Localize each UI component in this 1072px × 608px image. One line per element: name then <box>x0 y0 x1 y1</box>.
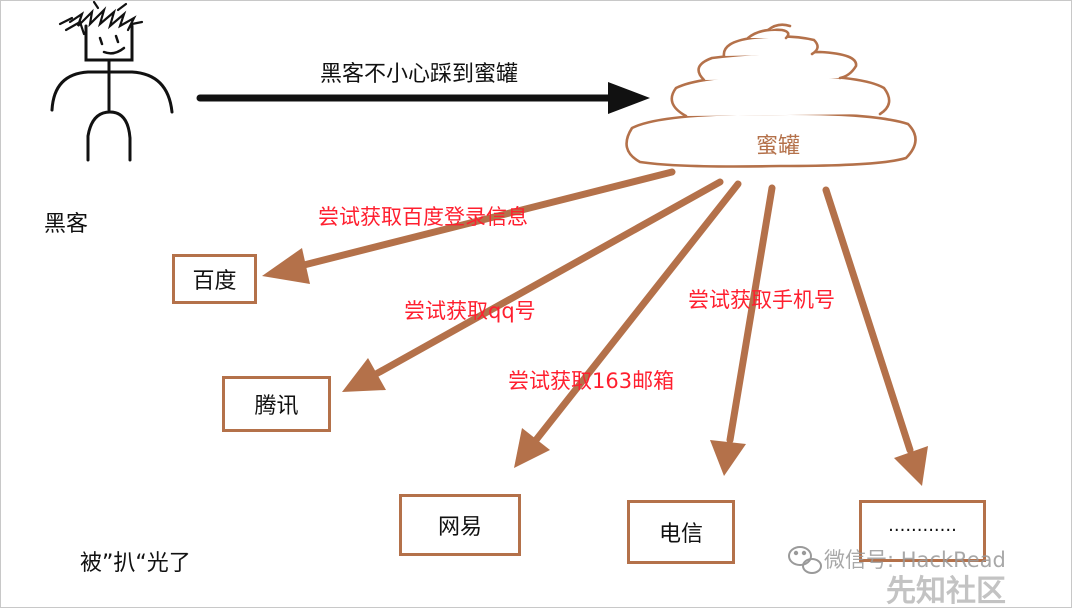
target-telecom: 电信 <box>627 500 735 564</box>
attempt-label-baidu: 尝试获取百度登录信息 <box>318 205 528 229</box>
target-others: ............ <box>859 500 986 562</box>
attempt-arrows <box>262 168 928 486</box>
arrow-to-netease <box>514 180 742 468</box>
arrow-to-tencent <box>342 178 724 392</box>
hacker-figure <box>50 0 174 162</box>
hacker-legs <box>86 110 132 162</box>
brand-watermark: 先知社区 <box>886 574 1006 608</box>
hacker-hair <box>58 0 144 36</box>
main-arrow-label: 黑客不小心踩到蜜罐 <box>320 62 519 87</box>
honeypot-shape <box>625 23 917 168</box>
hacker-head <box>84 24 134 62</box>
target-netease: 网易 <box>399 494 521 556</box>
hacker-label: 黑客 <box>44 212 89 237</box>
hacker-arms <box>50 70 174 114</box>
attempt-label-qq: 尝试获取qq号 <box>404 299 536 323</box>
arrow-to-baidu <box>262 168 676 284</box>
arrow-to-telecom <box>710 184 776 476</box>
target-tencent: 腾讯 <box>222 376 331 432</box>
honeypot-label: 蜜罐 <box>756 134 801 159</box>
footer-note: 被”扒“光了 <box>80 551 191 576</box>
main-arrow <box>196 82 650 114</box>
wechat-watermark: 微信号: HackRead <box>824 548 1006 572</box>
arrow-to-others <box>822 186 928 486</box>
target-baidu: 百度 <box>172 254 257 304</box>
attempt-label-phone: 尝试获取手机号 <box>688 288 835 312</box>
attempt-label-163: 尝试获取163邮箱 <box>508 369 675 393</box>
wechat-logo-icon <box>788 546 822 574</box>
